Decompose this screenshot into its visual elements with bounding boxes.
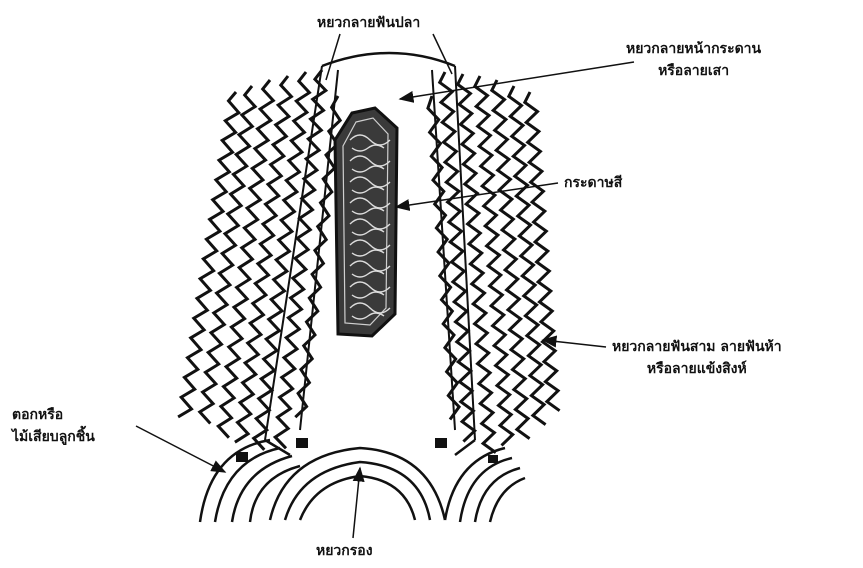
colored-paper-panel	[335, 108, 397, 336]
zigzag-left-1	[178, 92, 239, 417]
pointer-right	[543, 340, 606, 347]
label-three-five-teeth: หยวกลายฟันสาม ลายฟันห้า หรือลายแข้งสิงห์	[612, 336, 782, 380]
label-skewer: ตอกหรือ ไม้เสียบลูกชิ้น	[12, 404, 95, 448]
label-skewer-line2: ไม้เสียบลูกชิ้น	[12, 426, 95, 448]
zigzag-inner-left	[295, 96, 340, 417]
label-filter-pattern: หยวกรอง	[316, 540, 373, 562]
pointer-left	[136, 426, 225, 472]
label-board-pattern-line2: หรือลายเสา	[626, 60, 761, 82]
zigzag-right-5	[509, 86, 546, 425]
pointer-top-b	[433, 34, 452, 74]
pointer-bottom	[353, 468, 360, 538]
zigzag-right-1	[440, 72, 475, 442]
label-skewer-line1: ตอกหรือ	[12, 404, 95, 426]
label-board-pattern-line1: หยวกลายหน้ากระดาน	[626, 38, 761, 60]
zigzag-right-6	[525, 92, 560, 411]
base-arches	[200, 440, 525, 522]
skewer-marks	[236, 438, 498, 463]
label-three-five-teeth-line2: หรือลายแข้งสิงห์	[612, 358, 782, 380]
label-board-pattern: หยวกลายหน้ากระดาน หรือลายเสา	[626, 38, 761, 82]
label-colored-paper: กระดาษสี	[564, 172, 622, 194]
pointer-top-right	[400, 62, 634, 99]
label-fishbone-pattern: หยวกลายฟันปลา	[317, 12, 420, 34]
label-three-five-teeth-line1: หยวกลายฟันสาม ลายฟันห้า	[612, 336, 782, 358]
